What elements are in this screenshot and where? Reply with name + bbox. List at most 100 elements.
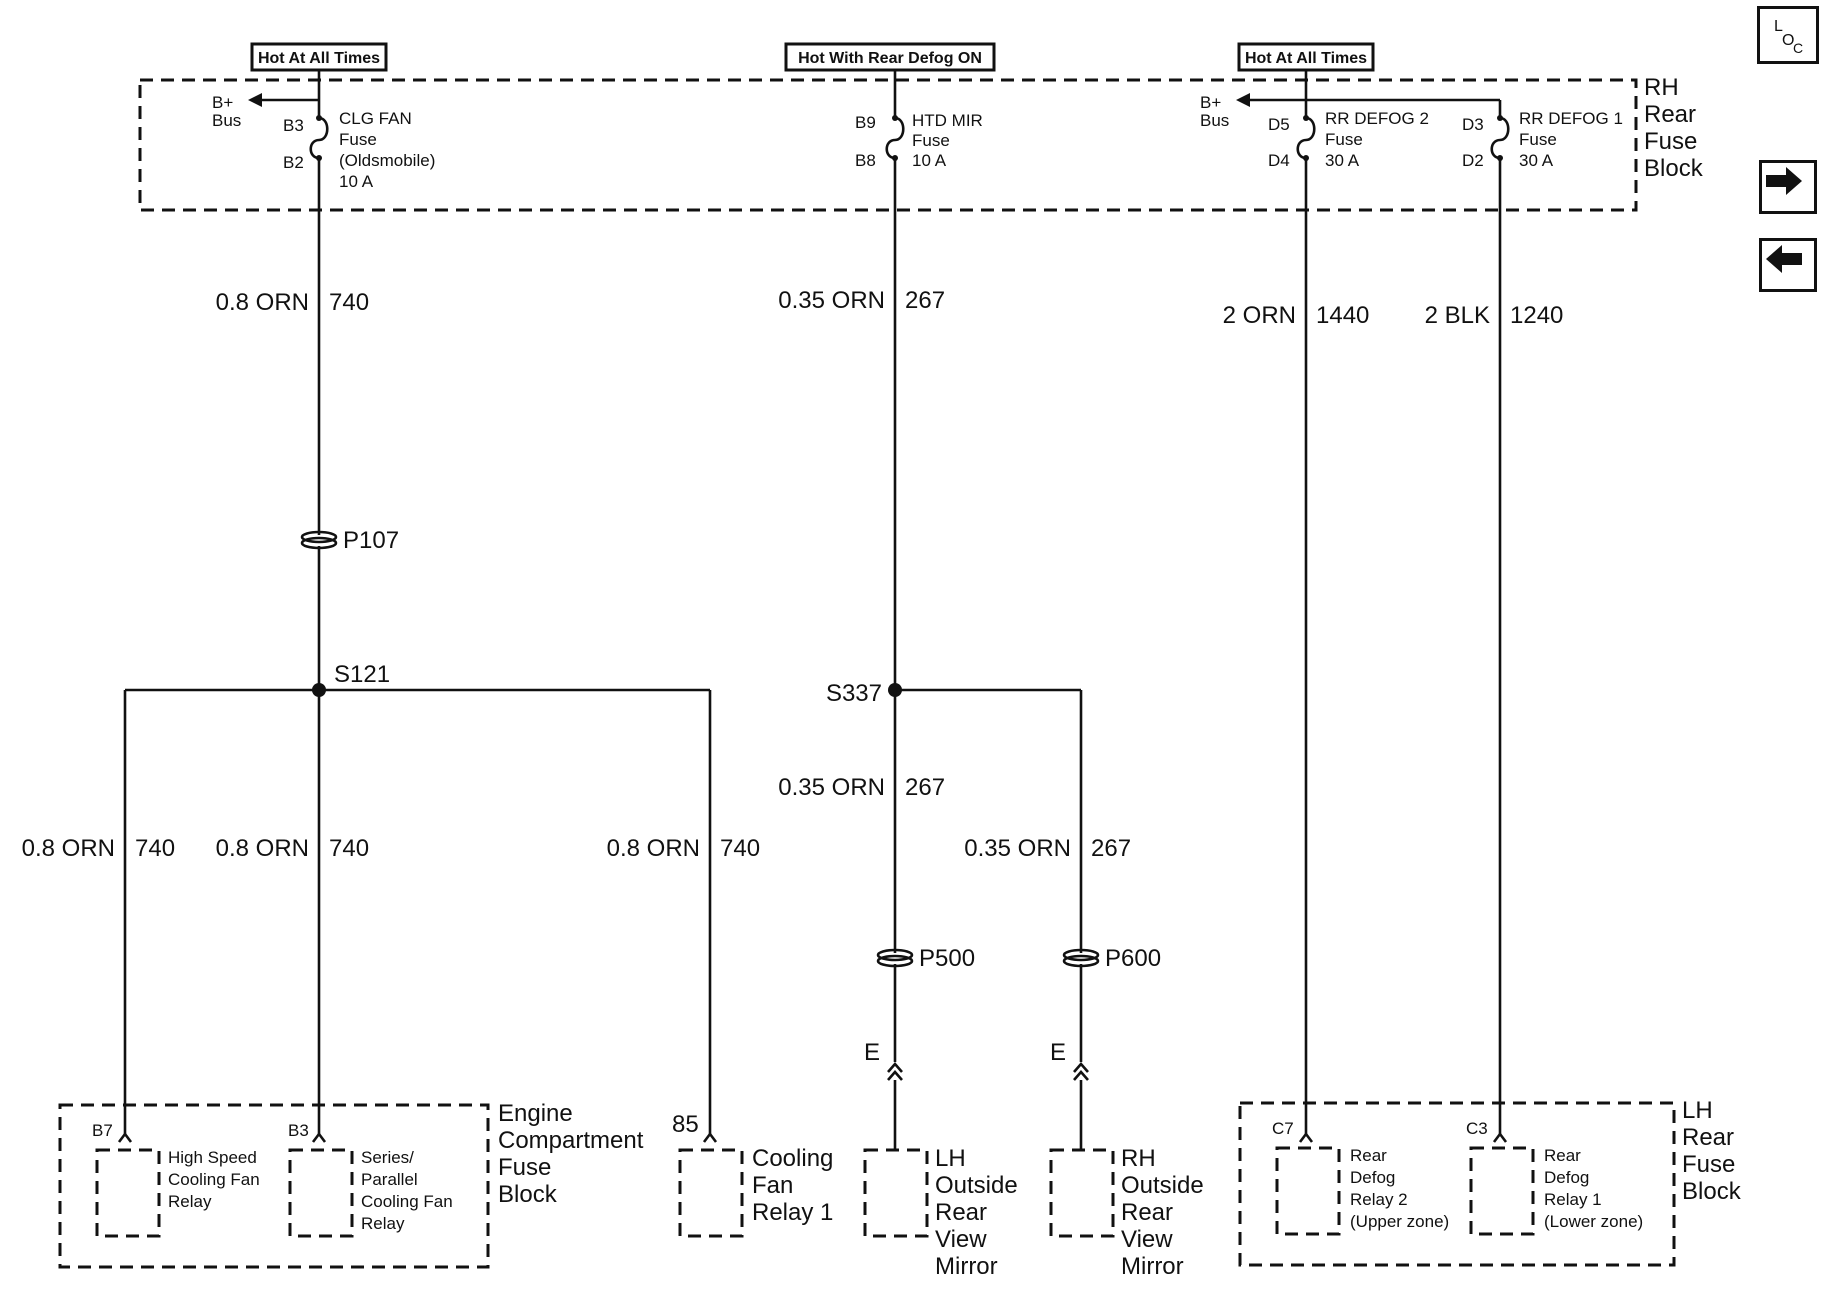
terminal-e-rh-icon bbox=[1073, 1062, 1089, 1081]
terminal-85-icon bbox=[702, 1131, 718, 1143]
high-speed-relay-outline bbox=[95, 1148, 161, 1238]
clg-fan-fuse-word: Fuse bbox=[339, 130, 377, 149]
rh-mirror-outline bbox=[1049, 1148, 1115, 1238]
wire-267-gauge-lh: 0.35 ORN bbox=[778, 774, 885, 801]
lh-rear-fuse-block-outline bbox=[1238, 1101, 1676, 1267]
lh-mirror-line-1: LH bbox=[935, 1145, 966, 1172]
p107-label: P107 bbox=[343, 527, 399, 554]
terminal-c3-icon bbox=[1492, 1131, 1508, 1143]
wire-1240-circuit: 1240 bbox=[1510, 302, 1563, 329]
lh-rear-fuse-block-label: LH Rear Fuse Block bbox=[1682, 1097, 1742, 1205]
cooling-fan-relay-line-1: Cooling bbox=[752, 1145, 833, 1172]
arrow-right-icon bbox=[1766, 167, 1802, 195]
series-parallel-line-1: Series/ bbox=[361, 1148, 414, 1167]
wire-1440-gauge: 2 ORN bbox=[1223, 302, 1296, 329]
htd-mir-pin-out: B8 bbox=[855, 151, 876, 170]
wire-740-circuit-b3: 740 bbox=[329, 835, 369, 862]
bplus-label-right: B+ bbox=[1200, 93, 1221, 112]
clg-fan-fuse-make: (Oldsmobile) bbox=[339, 151, 435, 170]
bplus-arrow-icon bbox=[248, 93, 262, 107]
bplus-label-left: B+ bbox=[212, 93, 233, 112]
rh-mirror-line-5: Mirror bbox=[1121, 1253, 1184, 1280]
rr-defog-2-fuse-icon bbox=[1296, 116, 1316, 160]
clg-fan-fuse-rating: 10 A bbox=[339, 172, 374, 191]
rr-defog-1-fuse-word: Fuse bbox=[1519, 130, 1557, 149]
rh-mirror-line-4: View bbox=[1121, 1226, 1173, 1253]
rear-defog-relay-2-outline bbox=[1275, 1146, 1341, 1236]
wire-267-circuit-lh: 267 bbox=[905, 774, 945, 801]
bplus-arrow-right-block-icon bbox=[1236, 93, 1250, 107]
lh-mirror-line-4: View bbox=[935, 1226, 987, 1253]
wire-740-circuit-b7: 740 bbox=[135, 835, 175, 862]
lh-block-line-2: Rear bbox=[1682, 1124, 1734, 1151]
htd-mir-fuse-word: Fuse bbox=[912, 131, 950, 150]
lh-mirror-line-3: Rear bbox=[935, 1199, 987, 1226]
wire-267-circuit-top: 267 bbox=[905, 287, 945, 314]
relay-2-line-3: Relay 2 bbox=[1350, 1190, 1408, 1209]
rh-block-line-2: Rear bbox=[1644, 101, 1696, 128]
rear-defog-relay-1-outline bbox=[1469, 1146, 1535, 1236]
wire-267-gauge-rh: 0.35 ORN bbox=[964, 835, 1071, 862]
htd-mir-fuse-name: HTD MIR bbox=[912, 111, 983, 130]
loc-letter-l: L bbox=[1774, 18, 1783, 35]
rr-defog-2-fuse-name: RR DEFOG 2 bbox=[1325, 109, 1429, 128]
rh-mirror-line-2: Outside bbox=[1121, 1172, 1204, 1199]
s337-label: S337 bbox=[826, 680, 882, 707]
cooling-fan-relay-line-2: Fan bbox=[752, 1172, 793, 1199]
rh-block-line-3: Fuse bbox=[1644, 128, 1697, 155]
rh-mirror-line-1: RH bbox=[1121, 1145, 1156, 1172]
bus-label-right: Bus bbox=[1200, 111, 1229, 130]
next-button[interactable] bbox=[1759, 160, 1817, 214]
rr-defog-2-fuse-word: Fuse bbox=[1325, 130, 1363, 149]
series-parallel-line-4: Relay bbox=[361, 1214, 405, 1233]
engine-fuse-block-outline bbox=[58, 1103, 490, 1269]
rr-defog-1-fuse-rating: 30 A bbox=[1519, 151, 1554, 170]
rr-defog-1-pin-out: D2 bbox=[1462, 151, 1484, 170]
relay-2-line-4: (Upper zone) bbox=[1350, 1212, 1449, 1231]
relay-1-line-3: Relay 1 bbox=[1544, 1190, 1602, 1209]
high-speed-relay-line-2: Cooling Fan bbox=[168, 1170, 260, 1189]
lh-block-line-3: Fuse bbox=[1682, 1151, 1735, 1178]
lh-block-line-1: LH bbox=[1682, 1097, 1713, 1124]
loc-icon: L O C bbox=[1774, 18, 1803, 56]
terminal-e-lh-label: E bbox=[864, 1039, 880, 1066]
engine-block-line-3: Fuse bbox=[498, 1154, 551, 1181]
cooling-fan-relay-line-3: Relay 1 bbox=[752, 1199, 833, 1226]
series-parallel-relay-outline bbox=[288, 1148, 354, 1238]
high-speed-relay-line-3: Relay bbox=[168, 1192, 212, 1211]
wire-267-gauge-top: 0.35 ORN bbox=[778, 287, 885, 314]
wire-740-gauge-b3: 0.8 ORN bbox=[216, 835, 309, 862]
previous-button[interactable] bbox=[1759, 238, 1817, 292]
engine-fuse-block-label: Engine Compartment Fuse Block bbox=[498, 1100, 644, 1208]
terminal-b3-icon bbox=[311, 1131, 327, 1143]
power-label-right-text: Hot At All Times bbox=[1245, 50, 1367, 67]
bus-label-left: Bus bbox=[212, 111, 241, 130]
rr-defog-2-pin-out: D4 bbox=[1268, 151, 1290, 170]
power-label-left: Hot At All Times bbox=[250, 42, 388, 72]
relay-2-line-1: Rear bbox=[1350, 1146, 1387, 1165]
rh-block-line-4: Block bbox=[1644, 155, 1704, 182]
wire-740-circuit-top: 740 bbox=[329, 289, 369, 316]
terminal-b7-icon bbox=[117, 1131, 133, 1143]
wire-1440-circuit: 1440 bbox=[1316, 302, 1369, 329]
rr-defog-2-pin-in: D5 bbox=[1268, 115, 1290, 134]
rh-mirror-line-3: Rear bbox=[1121, 1199, 1173, 1226]
engine-block-line-4: Block bbox=[498, 1181, 558, 1208]
cooling-fan-relay-outline bbox=[678, 1148, 744, 1238]
rr-defog-2-fuse-rating: 30 A bbox=[1325, 151, 1360, 170]
engine-block-line-2: Compartment bbox=[498, 1127, 644, 1154]
rh-block-line-1: RH bbox=[1644, 74, 1679, 101]
high-speed-relay-line-1: High Speed bbox=[168, 1148, 257, 1167]
power-label-right: Hot At All Times bbox=[1237, 42, 1375, 72]
pin-b3-label: B3 bbox=[288, 1121, 309, 1140]
lh-block-line-4: Block bbox=[1682, 1178, 1742, 1205]
loc-button[interactable]: L O C bbox=[1757, 6, 1819, 64]
p500-label: P500 bbox=[919, 945, 975, 972]
terminal-e-lh-icon bbox=[887, 1062, 903, 1081]
lh-mirror-line-2: Outside bbox=[935, 1172, 1018, 1199]
arrow-left-icon bbox=[1766, 245, 1802, 273]
relay-2-line-2: Defog bbox=[1350, 1168, 1395, 1187]
pin-85-label: 85 bbox=[672, 1111, 699, 1138]
loc-letter-o: O bbox=[1782, 32, 1794, 49]
